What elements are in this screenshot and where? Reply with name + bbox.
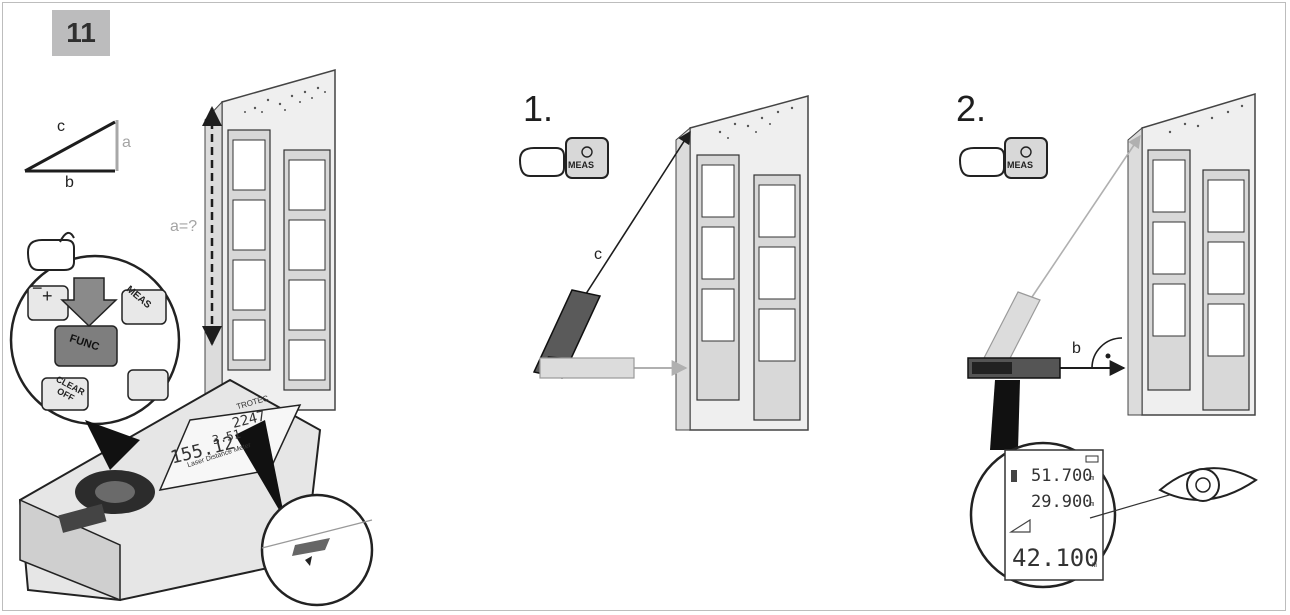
- plus-key-label: +: [42, 286, 53, 307]
- device-flat: [968, 358, 1060, 378]
- building-1: [205, 70, 335, 410]
- building-3: [1128, 94, 1255, 415]
- label-c: c: [57, 118, 65, 136]
- display-result: 42.100: [1012, 544, 1099, 572]
- display-unit-result: m: [1092, 560, 1097, 569]
- meas-button-icon-2: [1005, 138, 1047, 178]
- step-1-number: 1.: [523, 88, 553, 130]
- building-2: [676, 96, 808, 430]
- label-a: a: [122, 134, 131, 152]
- display-unit-1: m: [1090, 474, 1094, 482]
- label-b-step2: b: [1072, 340, 1081, 358]
- step-2-number: 2.: [956, 88, 986, 130]
- display-line-1: 51.700: [1031, 466, 1092, 486]
- device-ghost-tilted: [984, 292, 1040, 366]
- label-a-question: a=?: [170, 218, 197, 236]
- device-flat-ghost: [540, 358, 634, 378]
- eye-icon: [1160, 468, 1256, 501]
- hand-press-icon-3: [960, 148, 1004, 176]
- triangle-legend: [25, 120, 117, 171]
- meas-key-label-1: MEAS: [568, 160, 594, 170]
- label-c-step1: c: [594, 246, 602, 264]
- meas-button-icon-1: [566, 138, 608, 178]
- label-b: b: [65, 174, 74, 192]
- display-zoom-pointer: [990, 380, 1020, 450]
- minus-key-label: −: [32, 278, 43, 299]
- display-line-2: 29.900: [1031, 492, 1092, 512]
- right-angle-marker: [1092, 338, 1122, 368]
- hand-press-icon-2: [520, 148, 564, 176]
- meas-key-label-2: MEAS: [1007, 160, 1033, 170]
- hand-press-icon: [28, 233, 74, 270]
- display-unit-2: m: [1090, 500, 1094, 508]
